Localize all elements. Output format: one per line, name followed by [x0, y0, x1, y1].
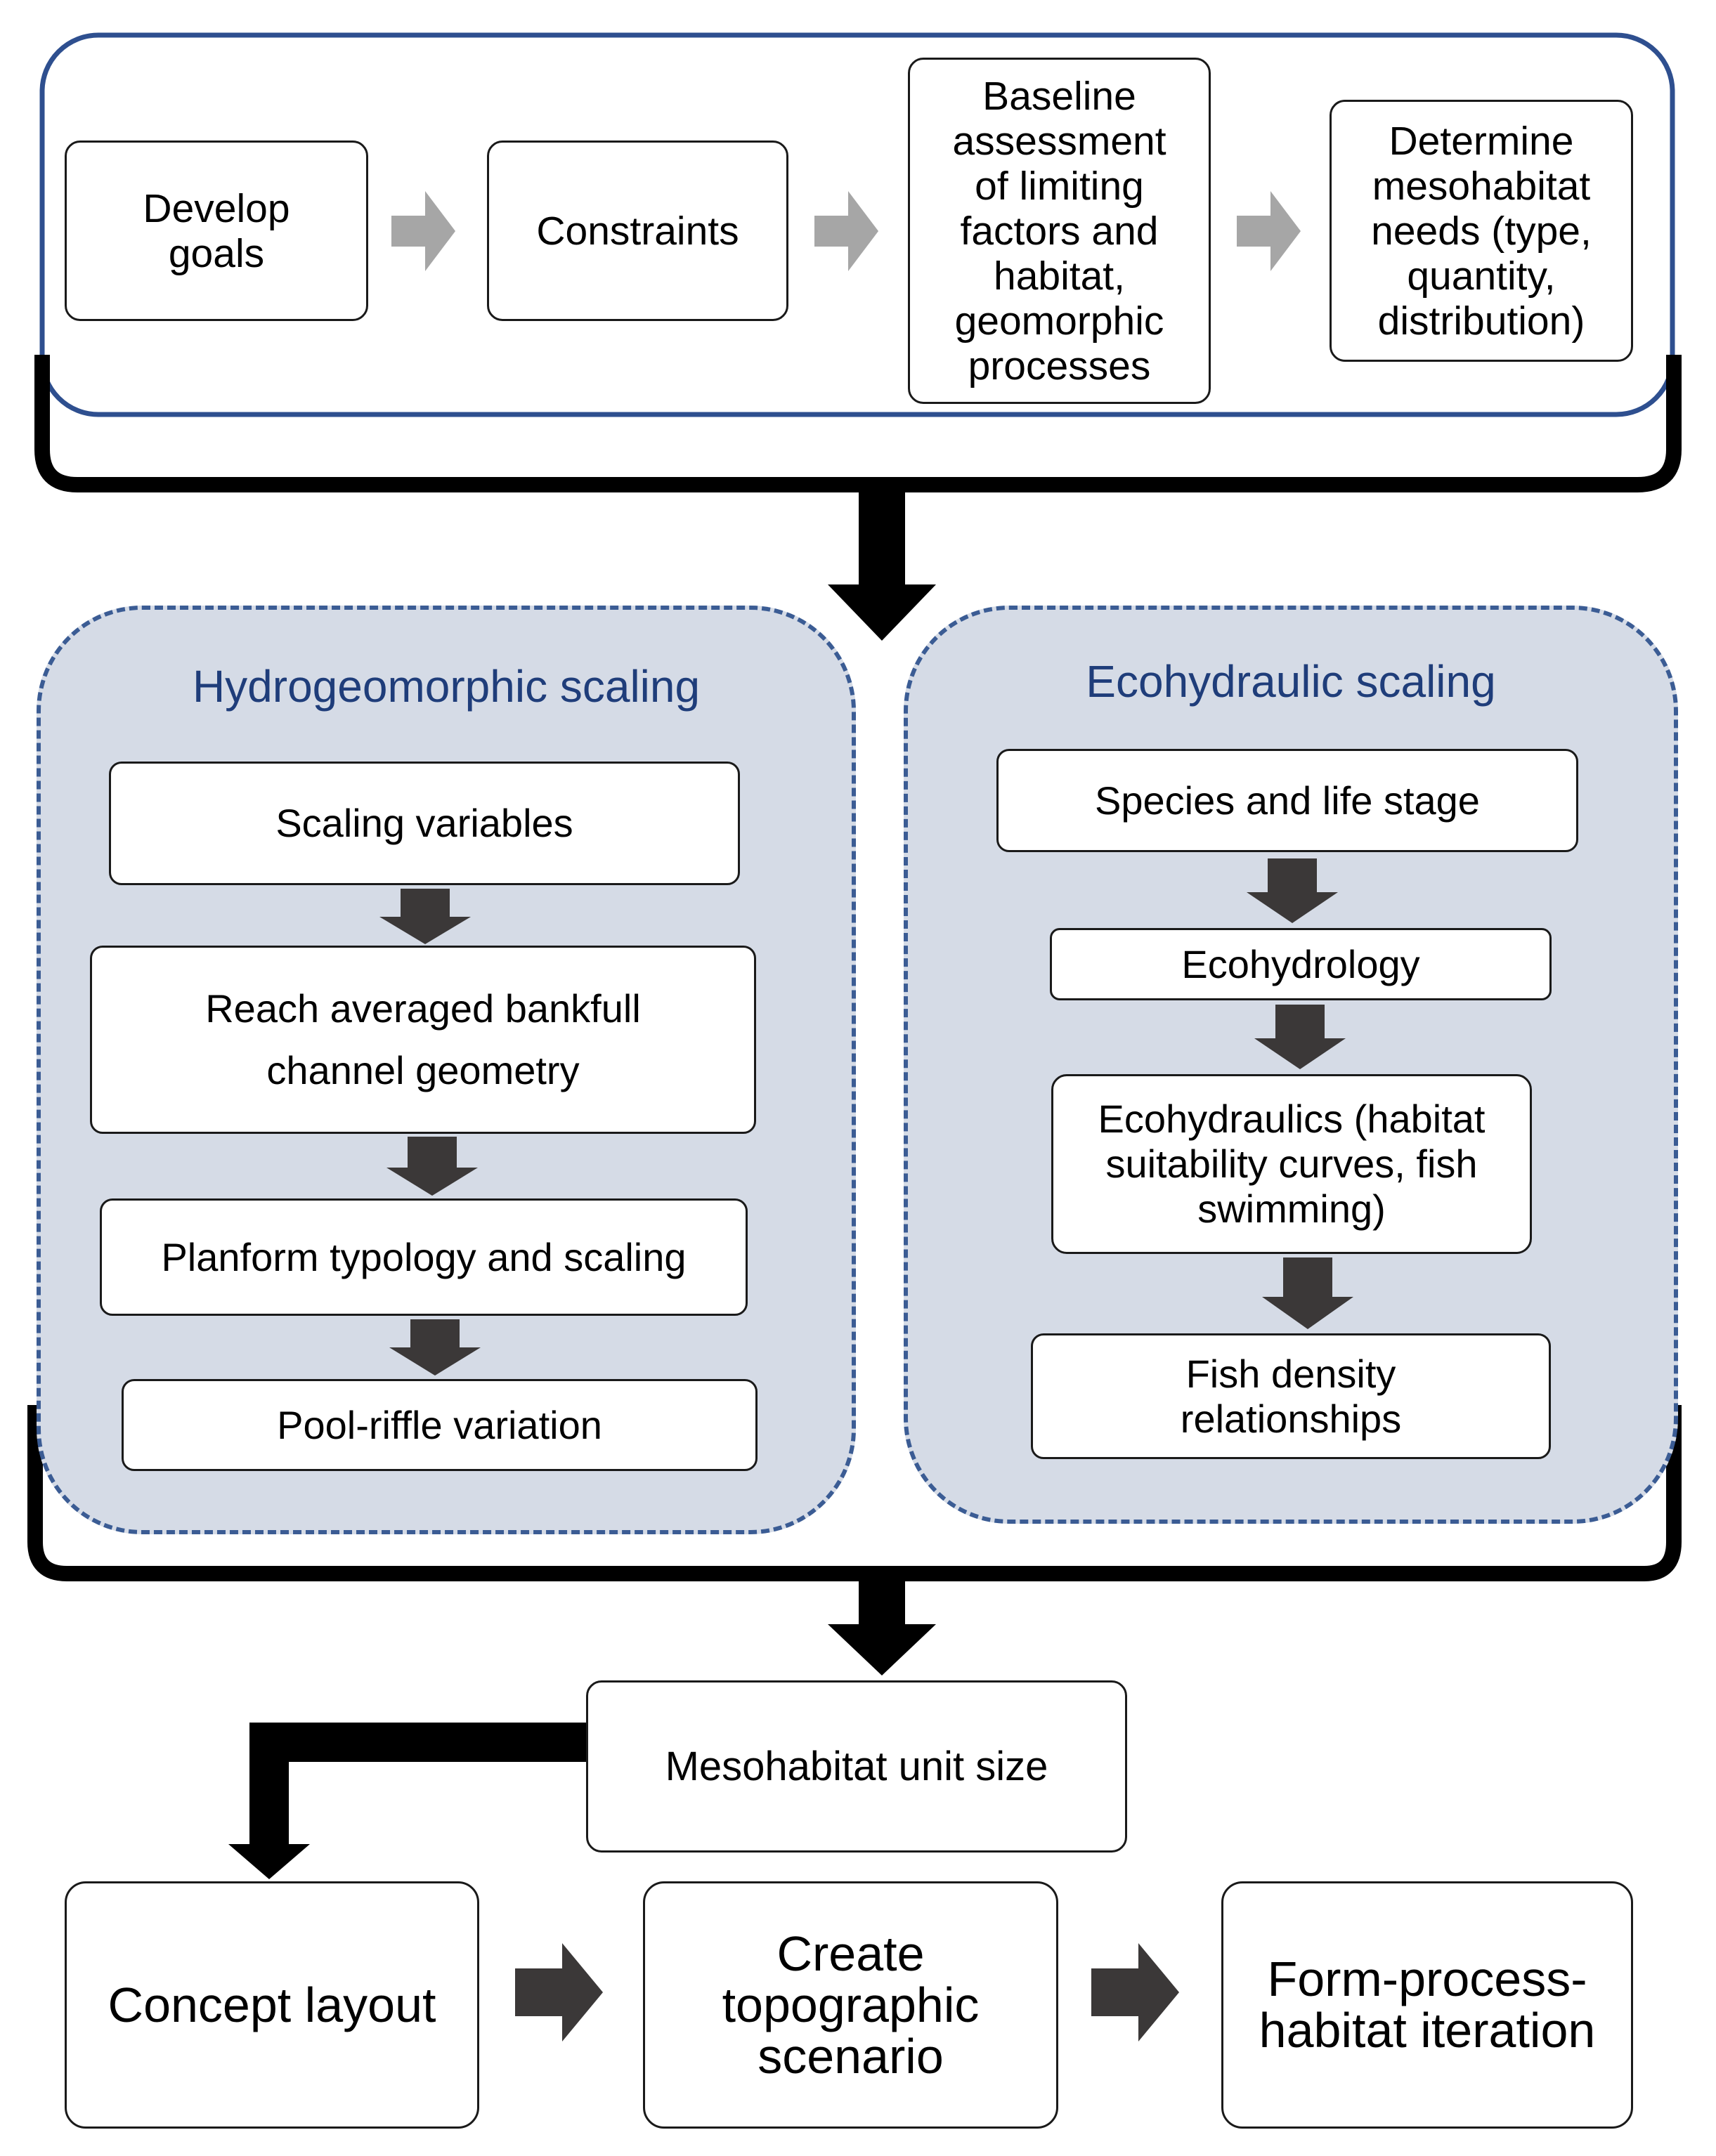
step-create-topographic-scenario-label: Create topographic scenario [722, 1926, 980, 2084]
hydro-step-scaling-variables-label: Scaling variables [275, 801, 573, 845]
hydro-step-planform-label: Planform typology and scaling [161, 1234, 687, 1279]
step-constraints: Constraints [487, 141, 788, 321]
hydro-arrow-1 [379, 889, 471, 944]
arrow-scaling-to-mesohabitat [828, 1578, 936, 1675]
hydro-step-pool-riffle: Pool-riffle variation [122, 1379, 758, 1471]
eco-arrow-3 [1262, 1257, 1353, 1329]
eco-step-species-label: Species and life stage [1095, 778, 1480, 823]
ecohydraulic-title: Ecohydraulic scaling [1086, 656, 1496, 707]
step-form-process-habitat-iteration: Form-process- habitat iteration [1221, 1881, 1633, 2129]
step-determine-needs: Determine mesohabitat needs (type, quant… [1330, 100, 1633, 362]
eco-step-ecohydrology-label: Ecohydrology [1181, 941, 1420, 986]
step-create-topographic-scenario: Create topographic scenario [643, 1881, 1058, 2129]
step-concept-layout: Concept layout [65, 1881, 479, 2129]
eco-arrow-2 [1254, 1005, 1346, 1069]
hydro-step-pool-riffle-label: Pool-riffle variation [277, 1402, 602, 1447]
hydrogeomorphic-title: Hydrogeomorphic scaling [192, 661, 701, 712]
hydro-step-scaling-variables: Scaling variables [109, 762, 740, 885]
step-develop-goals-label: Develop goals [143, 185, 290, 276]
eco-step-fish-density-label: Fish density relationships [1180, 1351, 1402, 1441]
mesohabitat-unit-size: Mesohabitat unit size [586, 1680, 1127, 1853]
light-arrow-1 [391, 191, 455, 271]
eco-step-ecohydraulics-label: Ecohydraulics (habitat suitability curve… [1098, 1097, 1486, 1231]
planning-bracket [34, 355, 1682, 492]
light-arrow-2 [814, 191, 878, 271]
step-baseline-assessment-label: Baseline assessment of limiting factors … [952, 73, 1166, 388]
scaling-bracket [27, 1405, 1682, 1581]
arrow-planning-to-scaling [828, 489, 936, 641]
step-determine-needs-label: Determine mesohabitat needs (type, quant… [1371, 118, 1592, 344]
light-arrow-3 [1237, 191, 1301, 271]
mesohabitat-unit-size-label: Mesohabitat unit size [665, 1743, 1048, 1789]
step-develop-goals: Develop goals [65, 141, 368, 321]
hydro-arrow-3 [389, 1319, 481, 1376]
eco-step-ecohydrology: Ecohydrology [1050, 928, 1552, 1000]
eco-step-species: Species and life stage [996, 749, 1578, 852]
hydro-step-bankfull-geometry-label: Reach averaged bankfull channel geometry [205, 986, 641, 1092]
step-form-process-habitat-iteration-label: Form-process- habitat iteration [1259, 1952, 1596, 2058]
eco-step-ecohydraulics: Ecohydraulics (habitat suitability curve… [1051, 1074, 1532, 1254]
step-baseline-assessment: Baseline assessment of limiting factors … [908, 58, 1211, 404]
eco-arrow-1 [1247, 858, 1338, 923]
dark-arrow-1 [515, 1943, 603, 2041]
step-concept-layout-label: Concept layout [108, 1977, 436, 2032]
arrow-mesohabitat-to-concept [228, 1723, 587, 1879]
hydro-arrow-2 [386, 1137, 478, 1196]
eco-step-fish-density: Fish density relationships [1031, 1333, 1551, 1459]
dark-arrow-2 [1091, 1943, 1179, 2041]
step-constraints-label: Constraints [536, 208, 739, 254]
hydro-step-planform: Planform typology and scaling [100, 1198, 748, 1316]
hydro-step-bankfull-geometry: Reach averaged bankfull channel geometry [90, 946, 756, 1134]
